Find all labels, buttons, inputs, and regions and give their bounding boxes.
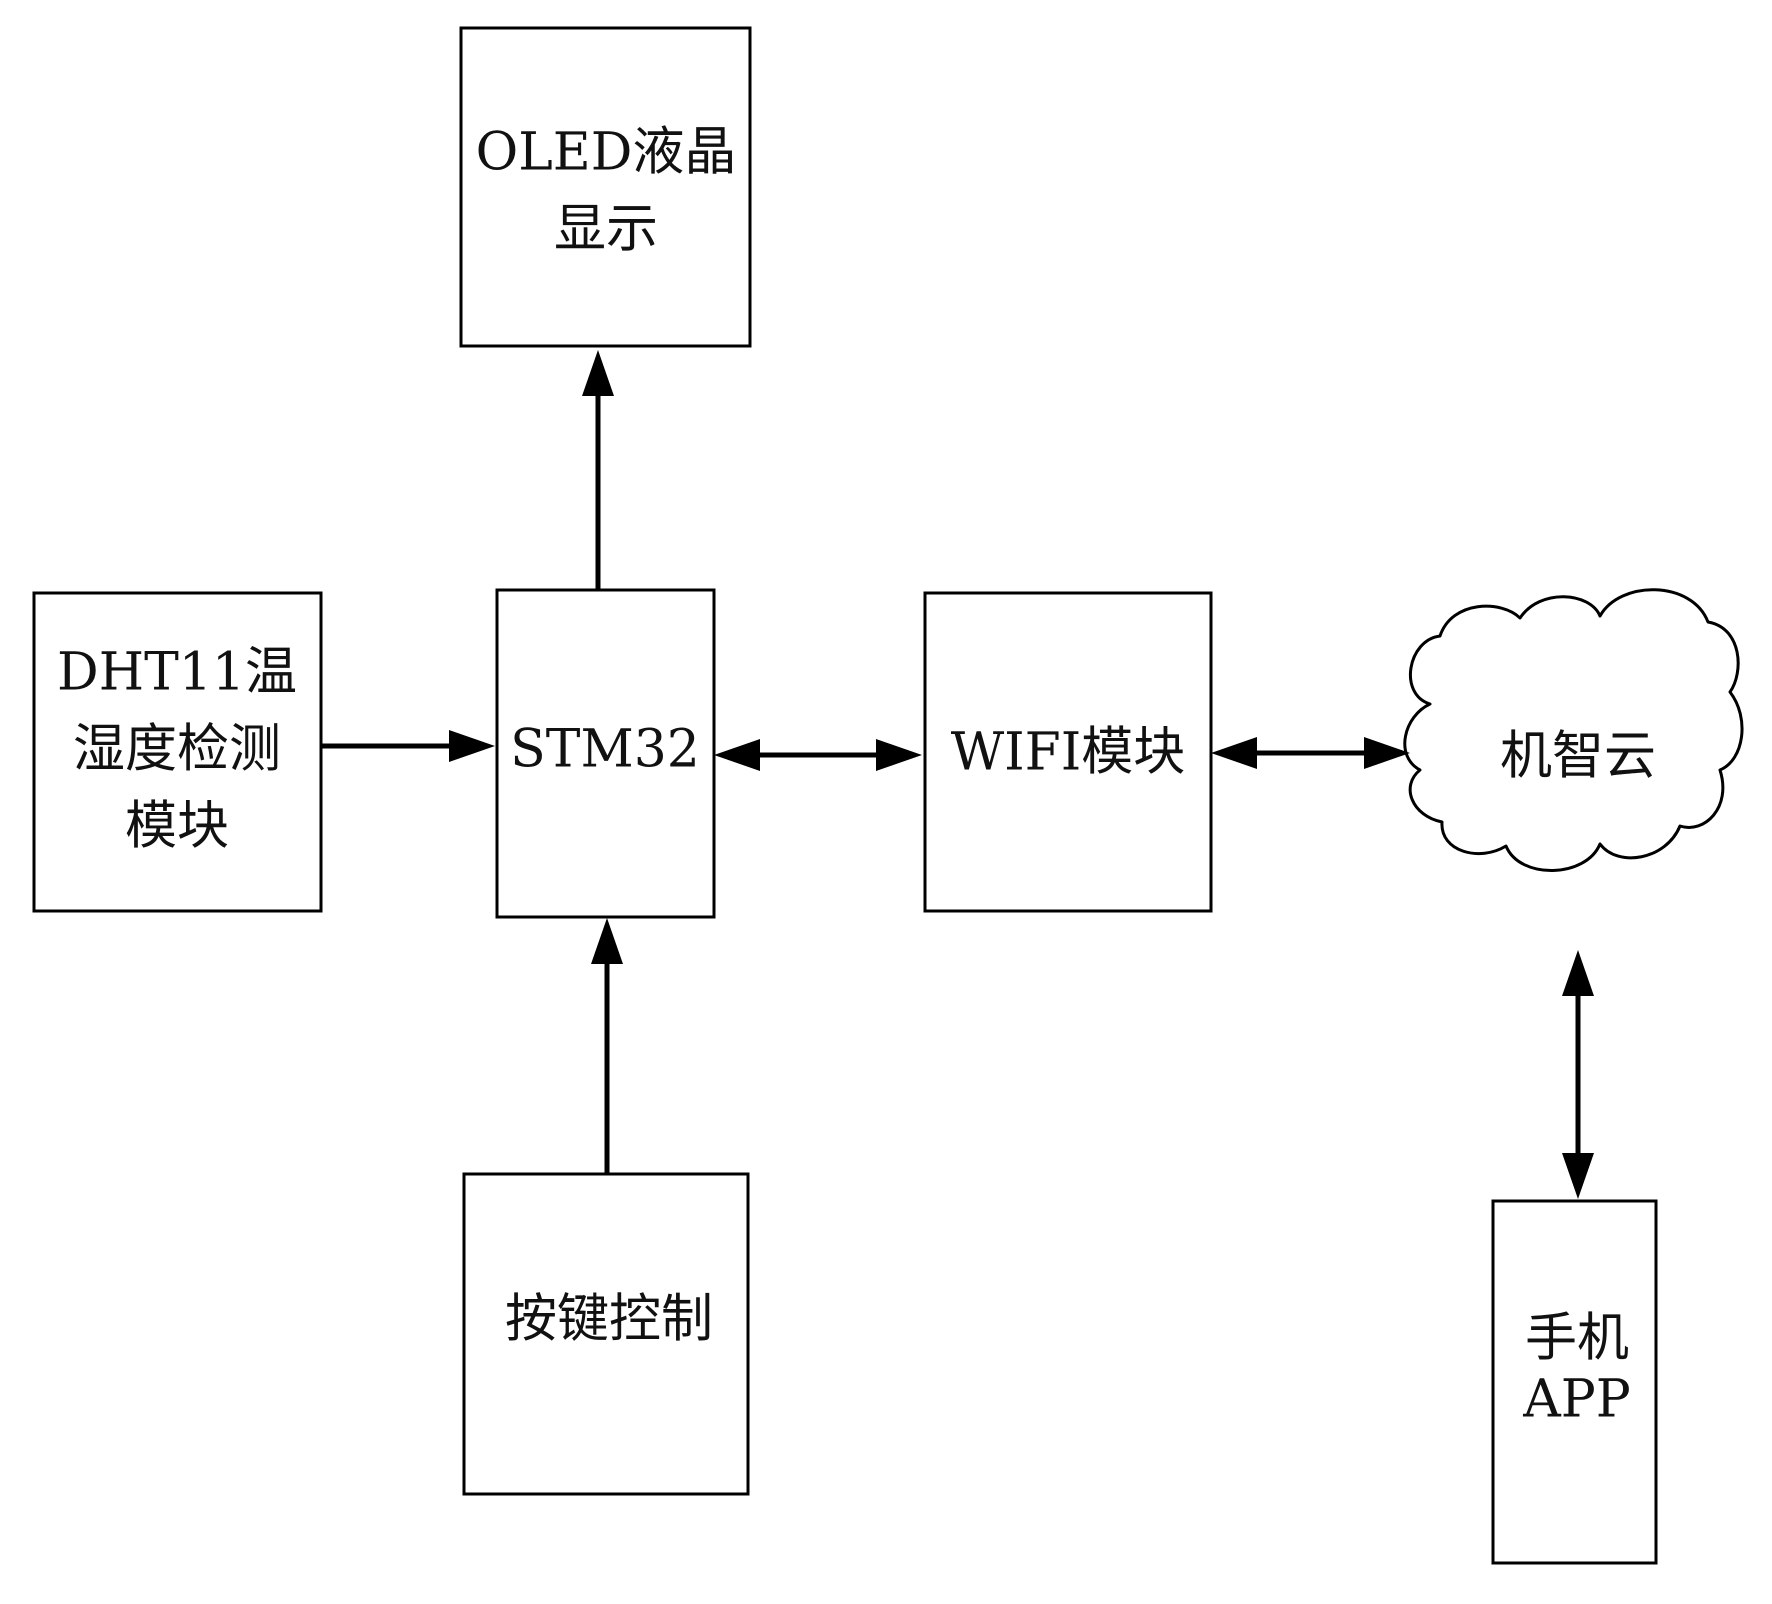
connector-dht11-to-stm32	[321, 730, 495, 762]
arrowhead-right-wifi	[876, 739, 922, 771]
arrowhead-up-oled	[582, 350, 614, 396]
arrowhead-right-stm32	[449, 730, 495, 762]
oled-label-line2: 显示	[554, 200, 658, 260]
cloud-label: 机智云	[1500, 727, 1656, 787]
dht11-sensor-node: DHT11温 湿度检测 模块	[32, 591, 323, 913]
dht11-label-line1: DHT11温	[57, 643, 297, 703]
oled-display-node: OLED液晶 显示	[459, 26, 752, 348]
connector-stm32-to-oled	[582, 350, 614, 590]
phone-app-node: 手机 APP	[1491, 1199, 1658, 1565]
oled-label-line1: OLED液晶	[476, 123, 737, 183]
key-control-node: 按键控制	[462, 1172, 750, 1496]
stm32-label: STM32	[510, 720, 700, 780]
stm32-node: STM32	[495, 588, 716, 919]
gizwits-cloud-node: 机智云	[1403, 588, 1744, 872]
connector-cloud-app	[1562, 950, 1594, 1199]
arrowhead-down-app	[1562, 1153, 1594, 1199]
keys-label: 按键控制	[505, 1290, 713, 1350]
connector-keys-to-stm32	[591, 918, 623, 1174]
arrowhead-left-stm32	[714, 739, 760, 771]
wifi-label: WIFI模块	[951, 723, 1186, 783]
connector-wifi-cloud	[1211, 737, 1410, 769]
arrowhead-up-stm32	[591, 918, 623, 964]
dht11-label-line2: 湿度检测	[73, 720, 281, 780]
arrowhead-left-wifi	[1211, 737, 1257, 769]
dht11-label-line3: 模块	[125, 797, 229, 857]
wifi-module-node: WIFI模块	[923, 591, 1213, 913]
app-label-line1: 手机	[1525, 1309, 1629, 1369]
connector-stm32-wifi	[714, 739, 922, 771]
arrowhead-right-cloud	[1364, 737, 1410, 769]
arrowhead-up-cloud	[1562, 950, 1594, 996]
app-label-line2: APP	[1522, 1370, 1631, 1430]
cloud-shape	[1403, 588, 1744, 872]
